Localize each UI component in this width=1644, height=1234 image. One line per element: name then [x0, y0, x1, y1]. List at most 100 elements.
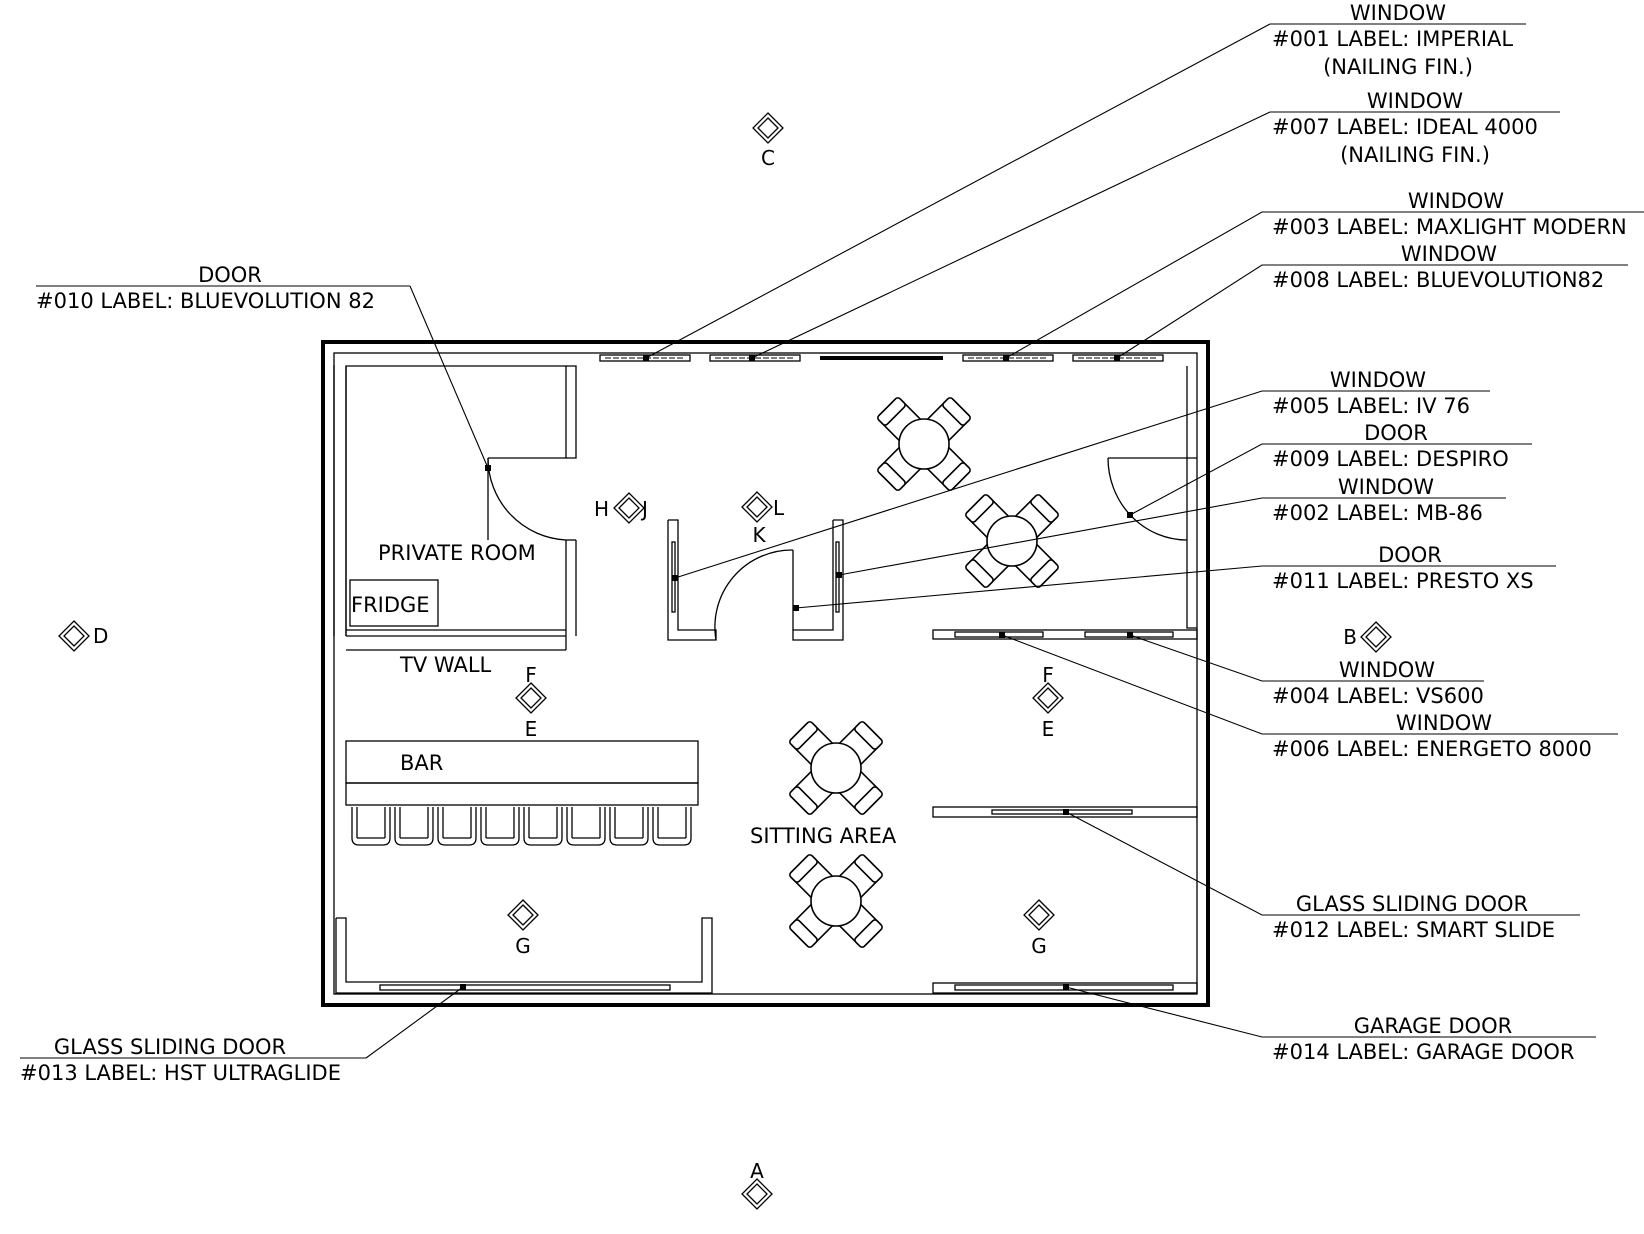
leader-line — [1129, 443, 1270, 516]
bar-stool — [480, 807, 520, 846]
marker-label-b: B — [1343, 625, 1357, 649]
callout-title: WINDOW — [1367, 89, 1463, 113]
leader-line — [1001, 634, 1270, 735]
leader-line — [838, 497, 1270, 576]
callout-d009: DOOR#009 LABEL: DESPIRO — [1127, 421, 1532, 518]
leader-tip — [485, 465, 491, 471]
callout-label: #010 LABEL: BLUEVOLUTION 82 — [36, 289, 375, 313]
callout-g012: GLASS SLIDING DOOR#012 LABEL: SMART SLID… — [1063, 809, 1580, 942]
view-marker-b — [1360, 621, 1392, 653]
marker-label-e: E — [525, 717, 538, 741]
leader-line — [409, 285, 489, 469]
callout-w002: WINDOW#002 LABEL: MB-86 — [836, 475, 1506, 578]
marker-label-g: G — [1031, 934, 1047, 958]
bar-stool — [437, 807, 477, 846]
leader-tip — [793, 605, 799, 611]
callout-w005: WINDOW#005 LABEL: IV 76 — [672, 368, 1490, 581]
leader-line — [1116, 264, 1270, 359]
callout-title: DOOR — [1378, 543, 1442, 567]
marker-label-c: C — [761, 146, 775, 170]
leader-tip — [1127, 632, 1133, 638]
callout-w006: WINDOW#006 LABEL: ENERGETO 8000 — [999, 632, 1618, 761]
right-wall — [932, 366, 1198, 994]
callout-label: #006 LABEL: ENERGETO 8000 — [1272, 737, 1592, 761]
leader-tip — [1063, 984, 1069, 990]
marker-label-a: A — [750, 1159, 764, 1183]
callout-w007: WINDOW#007 LABEL: IDEAL 4000(NAILING FIN… — [749, 89, 1560, 361]
leader-line — [795, 565, 1270, 609]
leader-tip — [836, 572, 842, 578]
callout-title: WINDOW — [1330, 368, 1426, 392]
callout-title: GLASS SLIDING DOOR — [54, 1035, 286, 1059]
round-table — [898, 418, 950, 470]
callout-w003: WINDOW#003 LABEL: MAXLIGHT MODERN — [1003, 189, 1644, 361]
callout-annotations: WINDOW#001 LABEL: IMPERIAL(NAILING FIN.)… — [20, 1, 1644, 1085]
callout-label: #011 LABEL: PRESTO XS — [1272, 569, 1534, 593]
marker-label-d: D — [93, 624, 108, 648]
callout-g014: GARAGE DOOR#014 LABEL: GARAGE DOOR — [1063, 984, 1596, 1064]
table-with-chairs — [877, 397, 971, 491]
view-marker-c — [752, 112, 784, 144]
callout-title: DOOR — [1364, 421, 1428, 445]
table-with-chairs — [789, 854, 883, 948]
leader-tip — [1063, 809, 1069, 815]
callout-title: GLASS SLIDING DOOR — [1296, 892, 1528, 916]
tables — [789, 397, 1059, 948]
bar-stool — [609, 807, 649, 846]
bar-stool — [523, 807, 563, 846]
view-marker-d — [58, 620, 90, 652]
round-table — [986, 515, 1038, 567]
callout-w001: WINDOW#001 LABEL: IMPERIAL(NAILING FIN.) — [643, 1, 1526, 361]
leader-line — [1065, 986, 1270, 1038]
callout-label: #003 LABEL: MAXLIGHT MODERN — [1272, 215, 1627, 239]
callout-title: DOOR — [198, 263, 262, 287]
callout-title: WINDOW — [1408, 189, 1504, 213]
leader-tip — [999, 632, 1005, 638]
bar-stool — [566, 807, 606, 846]
callout-label: #002 LABEL: MB-86 — [1272, 501, 1483, 525]
callout-note: (NAILING FIN.) — [1340, 143, 1490, 167]
leader-line — [1129, 634, 1270, 682]
marker-label-e: E — [1042, 717, 1055, 741]
callout-label: #005 LABEL: IV 76 — [1272, 394, 1470, 418]
leader-tip — [1114, 355, 1120, 361]
view-marker-hj — [613, 492, 645, 524]
callout-label: #012 LABEL: SMART SLIDE — [1272, 918, 1555, 942]
bar-stools — [351, 807, 692, 846]
marker-label-g: G — [515, 934, 531, 958]
table-with-chairs — [789, 721, 883, 815]
sitting-area-label: SITTING AREA — [750, 824, 897, 848]
glass-sliding-door-013-frame — [335, 917, 713, 994]
callout-title: WINDOW — [1401, 242, 1497, 266]
bar: BAR — [345, 740, 699, 806]
exterior-wall — [321, 340, 1210, 1007]
marker-label-l: L — [773, 496, 785, 520]
callout-note: (NAILING FIN.) — [1323, 55, 1473, 79]
view-marker-g-left — [507, 899, 539, 931]
marker-label-k: K — [752, 523, 766, 547]
bar-stool — [394, 807, 434, 846]
callout-label: #008 LABEL: BLUEVOLUTION82 — [1272, 268, 1604, 292]
view-marker-kl — [741, 491, 773, 523]
callout-label: #007 LABEL: IDEAL 4000 — [1272, 115, 1538, 139]
leader-line — [1005, 211, 1270, 359]
bar-stool — [351, 807, 391, 846]
leader-line — [674, 390, 1270, 579]
callout-w008: WINDOW#008 LABEL: BLUEVOLUTION82 — [1114, 242, 1628, 361]
round-table — [810, 742, 862, 794]
marker-label-h: H — [594, 497, 609, 521]
private-room-walls — [333, 365, 577, 651]
callout-w004: WINDOW#004 LABEL: VS600 — [1127, 632, 1484, 708]
callout-g013: GLASS SLIDING DOOR#013 LABEL: HST ULTRAG… — [20, 984, 466, 1085]
view-marker-a — [741, 1178, 773, 1210]
leader-tip — [643, 355, 649, 361]
bar-stool — [652, 807, 692, 846]
leader-line — [751, 111, 1271, 359]
leader-tip — [460, 984, 466, 990]
marker-label-f: F — [1042, 663, 1054, 687]
callout-d010: DOOR#010 LABEL: BLUEVOLUTION 82 — [36, 263, 491, 471]
callout-label: #014 LABEL: GARAGE DOOR — [1272, 1040, 1574, 1064]
private-room-label: PRIVATE ROOM — [378, 541, 536, 565]
view-marker-fe-right — [1032, 682, 1064, 714]
